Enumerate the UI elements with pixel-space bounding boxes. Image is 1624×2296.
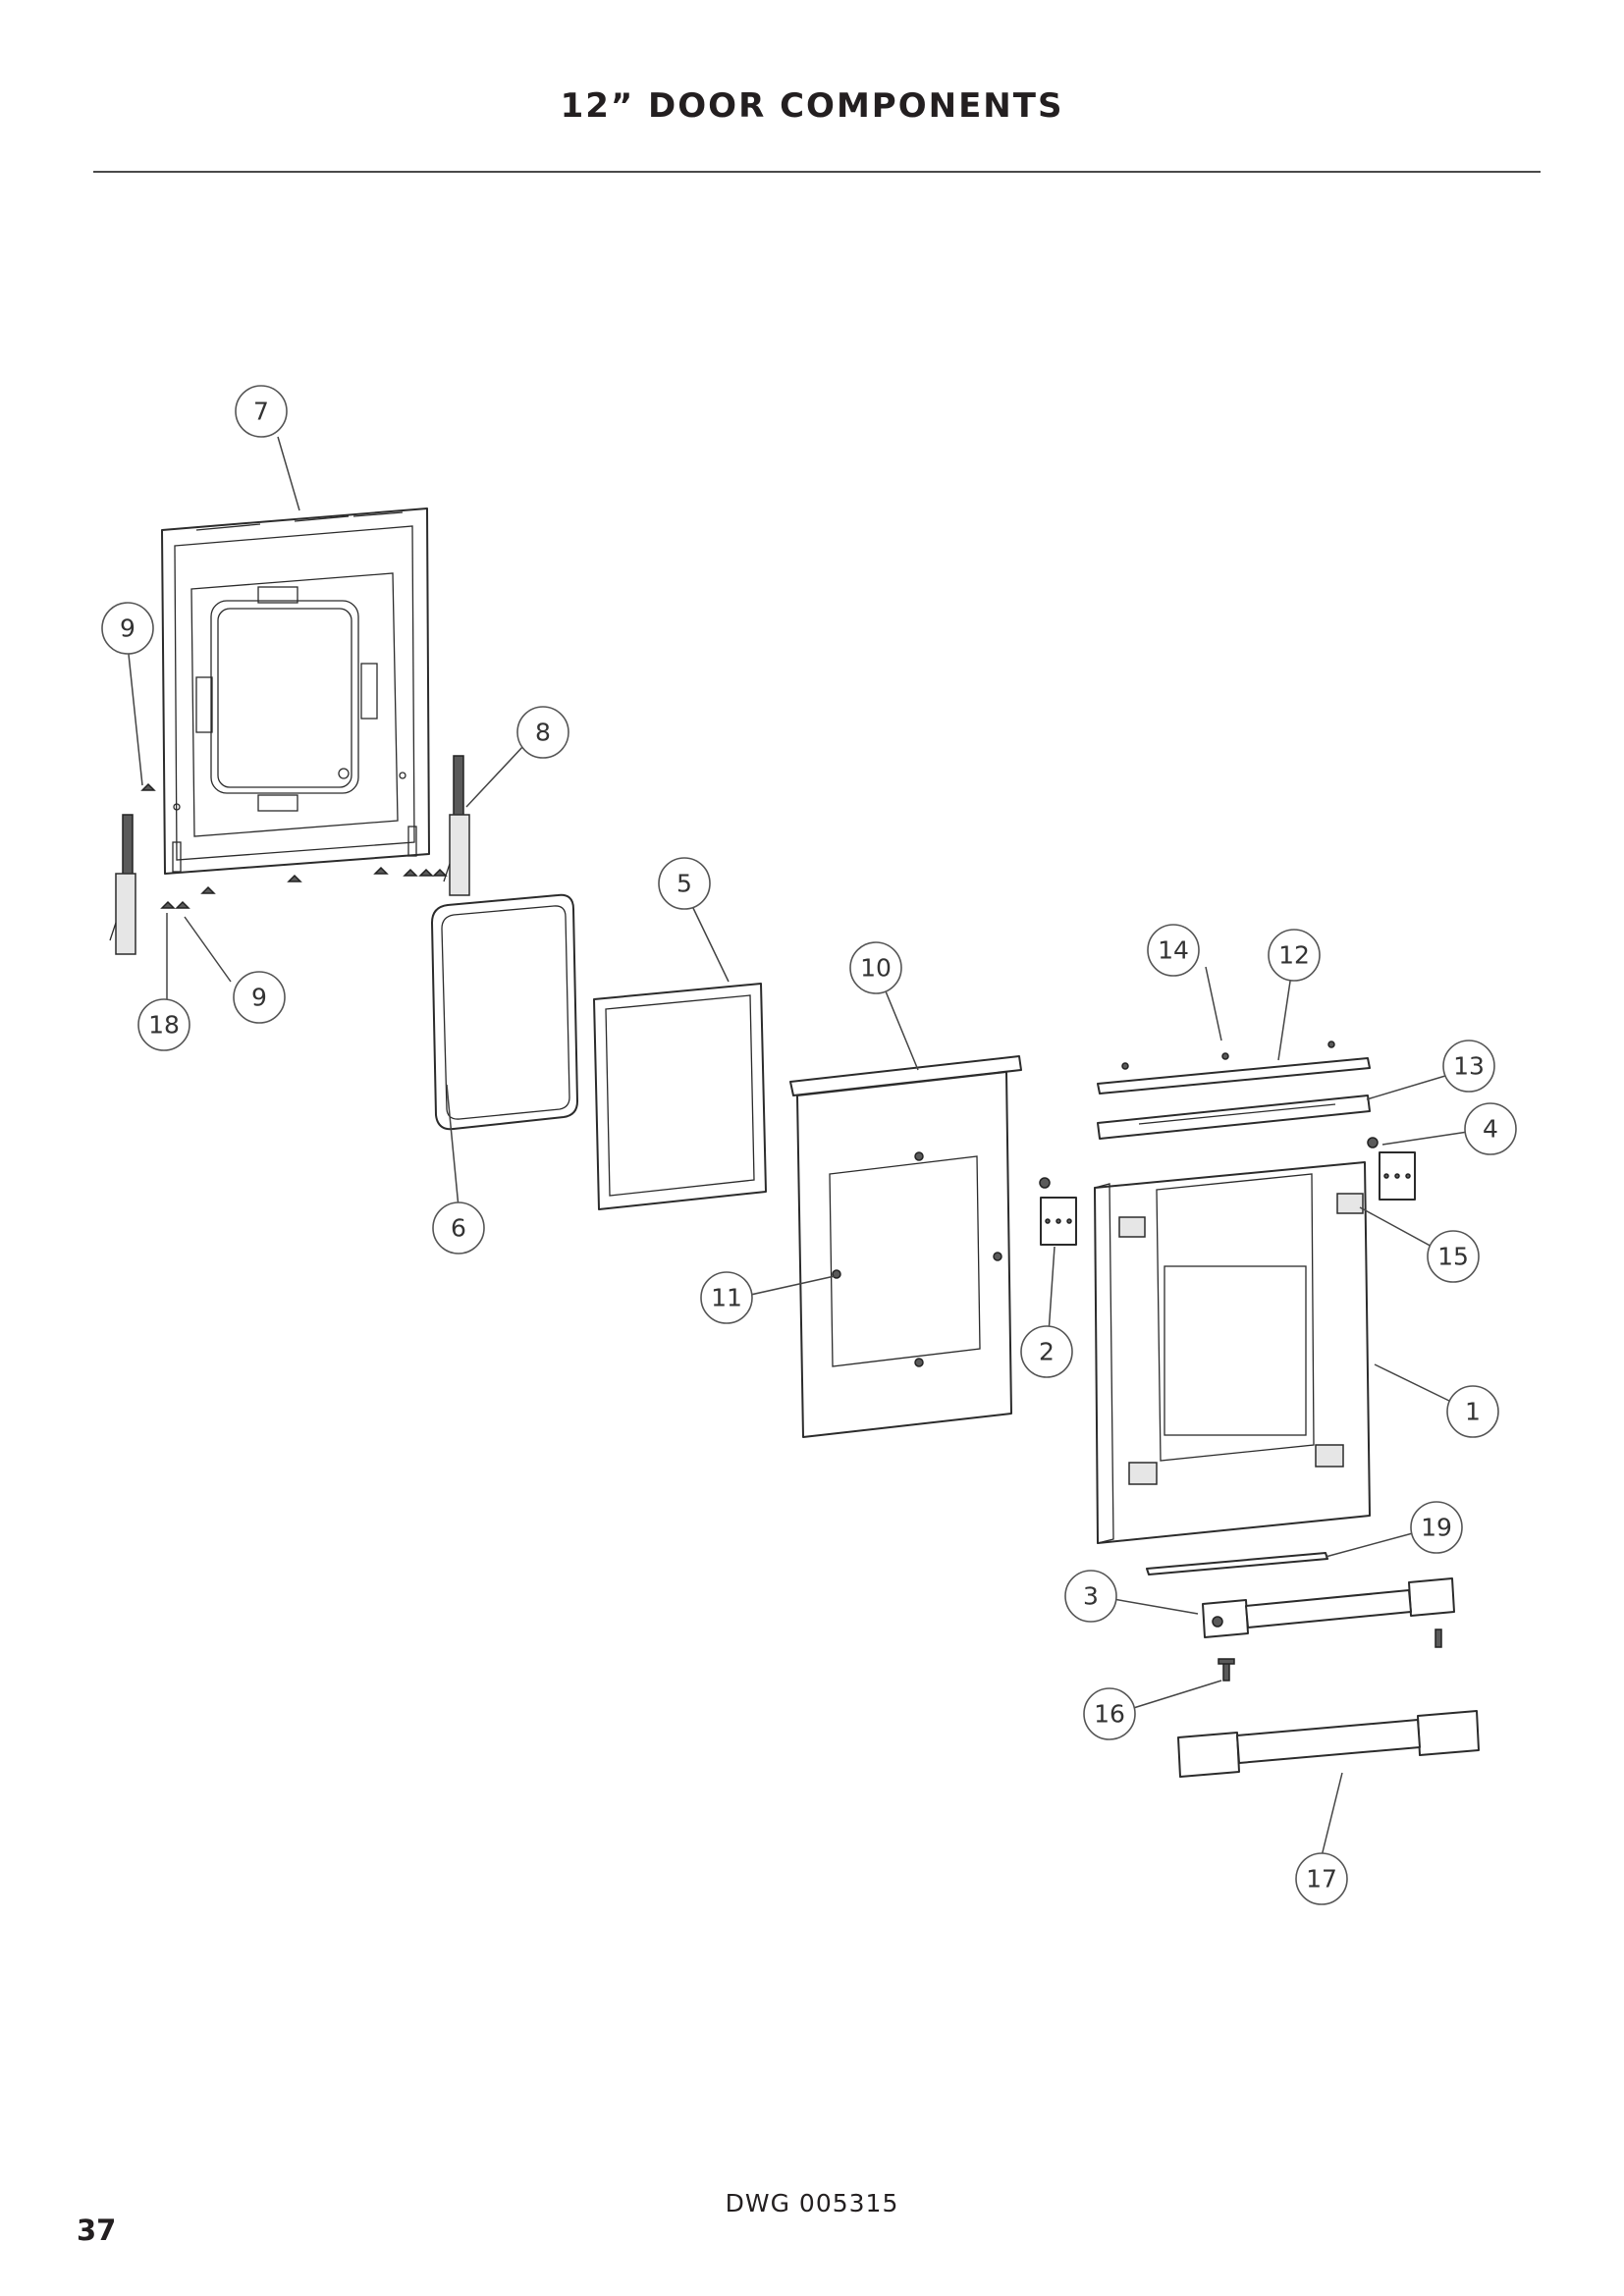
callout-18: 18 [137,998,190,1051]
callout-10: 10 [849,941,902,994]
callout-19: 19 [1410,1501,1463,1554]
callout-5: 5 [658,857,711,910]
callout-17: 17 [1295,1852,1348,1905]
callout-label: 9 [251,984,267,1012]
left-hinge [109,814,136,955]
callout-label: 13 [1453,1052,1485,1081]
right-hinge [443,755,470,896]
callout-3: 3 [1064,1570,1117,1623]
page-title: 12” DOOR COMPONENTS [560,86,1064,126]
callout-label: 14 [1158,936,1189,965]
handle-screw [1218,1658,1235,1682]
callout-label: 10 [860,954,892,983]
callout-label: 11 [711,1284,742,1312]
alternate-door-handle [1177,1710,1480,1778]
callout-15: 15 [1427,1230,1480,1283]
glass-bracket-panel [789,1055,1022,1438]
callout-label: 17 [1306,1865,1337,1894]
callout-label: 16 [1094,1700,1125,1729]
drawing-number: DWG 005315 [725,2189,899,2217]
callout-4: 4 [1464,1102,1517,1155]
inner-door-panel [161,507,430,875]
callout-label: 6 [451,1214,466,1243]
callout-11: 11 [700,1271,753,1324]
callout-label: 5 [677,870,692,898]
callout-8: 8 [516,706,569,759]
callout-9-bottom: 9 [233,971,286,1024]
callout-9-top: 9 [101,602,154,655]
callout-12: 12 [1268,929,1321,982]
callout-1: 1 [1446,1385,1499,1438]
door-seal [431,893,578,1131]
page-number: 37 [77,2214,117,2247]
outer-door-panel [1094,1161,1371,1544]
callout-label: 8 [535,719,551,747]
title-divider [93,171,1541,173]
callout-14: 14 [1147,924,1200,977]
callout-7: 7 [235,385,288,438]
handle-trim-strip [1146,1552,1328,1575]
hinge-block-right [1367,1137,1416,1201]
glass-panel [593,983,767,1210]
callout-label: 9 [120,614,135,643]
callout-label: 18 [148,1011,180,1040]
callout-6: 6 [432,1201,485,1255]
door-handle [1202,1577,1455,1648]
panel-screws [140,782,448,909]
callout-2: 2 [1020,1325,1073,1378]
hinge-block-left [1039,1177,1077,1246]
callout-label: 19 [1421,1514,1452,1542]
callout-label: 12 [1278,941,1310,970]
callout-label: 3 [1083,1582,1099,1611]
callout-13: 13 [1442,1040,1495,1093]
callout-label: 7 [253,398,269,426]
callout-label: 1 [1465,1398,1481,1426]
callout-label: 2 [1039,1338,1055,1366]
callout-label: 15 [1437,1243,1469,1271]
callout-label: 4 [1483,1115,1498,1144]
callout-leaders [127,436,1469,1861]
top-rails [1097,1041,1371,1140]
callout-16: 16 [1083,1687,1136,1740]
